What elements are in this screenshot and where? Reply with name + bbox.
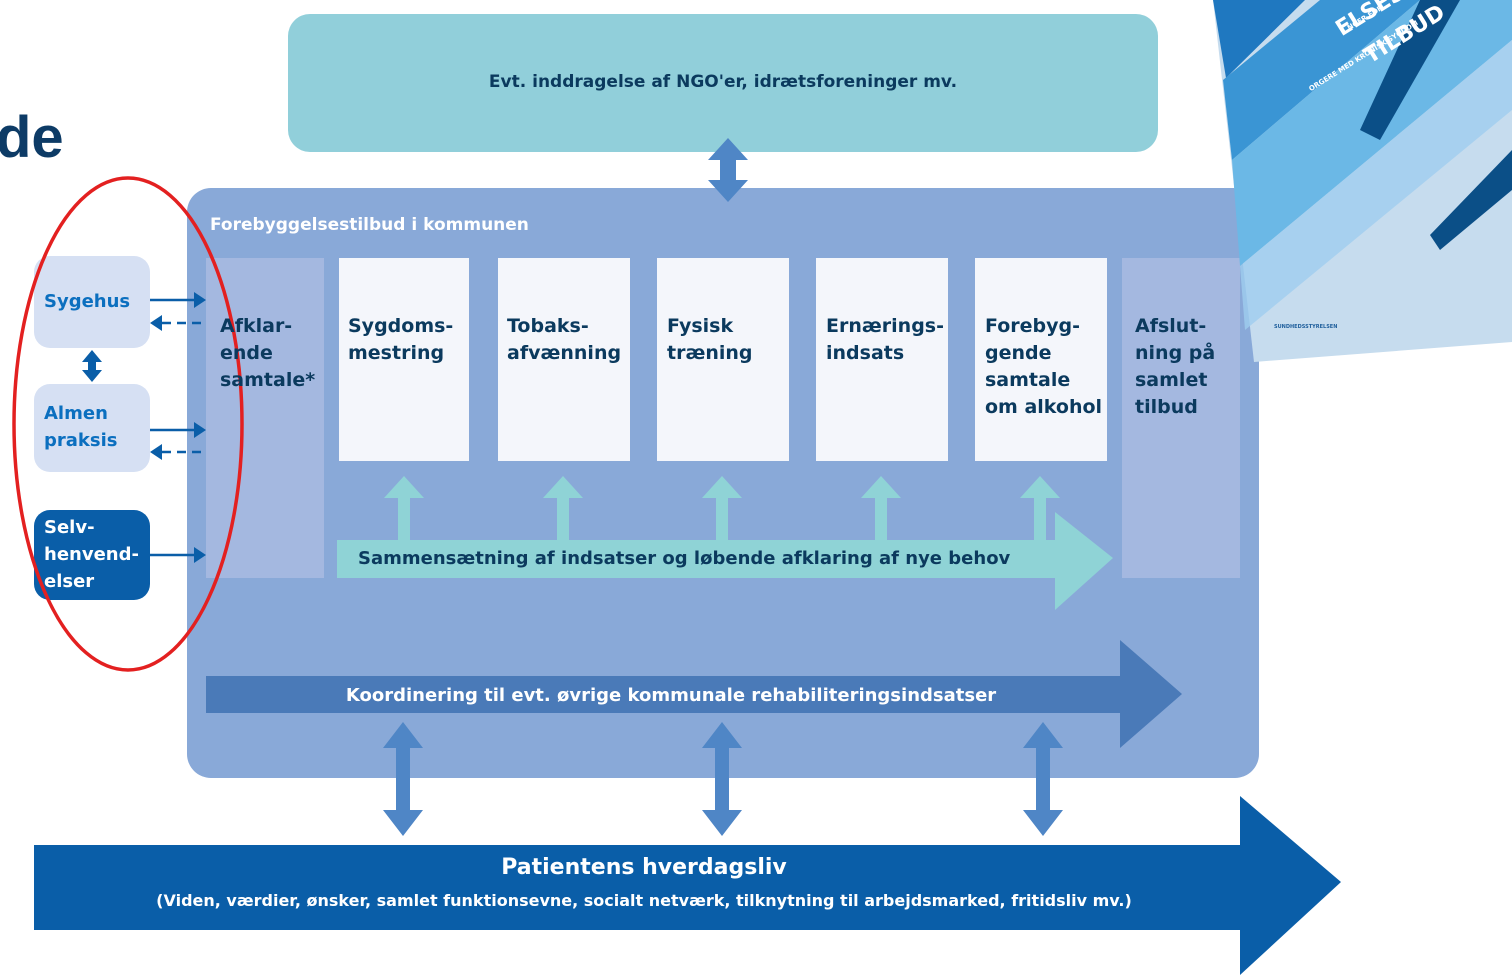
book-cover [1213, 0, 1512, 362]
ngo-kommune-arrow [708, 138, 748, 202]
offer-card-ernaeringsindsats [816, 258, 948, 461]
patient-subtitle: (Viden, værdier, ønsker, samlet funktion… [156, 891, 1132, 910]
offer-card-fysisk-traening [657, 258, 789, 461]
offer-card-sygdomsmestring [339, 258, 469, 461]
sygehus-box [34, 256, 150, 348]
flow-arrow [337, 512, 1113, 610]
coordination-label: Koordinering til evt. øvrige kommunale r… [345, 685, 997, 706]
offer-line: Forebyg- [985, 315, 1080, 337]
offer-line: samtale [985, 369, 1071, 391]
highlight-ellipse [12, 176, 244, 672]
flow-up-arrows [384, 476, 1060, 544]
kommune-title: Forebyggelsestilbud i kommunen [210, 215, 529, 235]
almen-praksis-label: Almen praksis [44, 400, 117, 454]
referral-lines [150, 298, 206, 557]
slide-heading: de [0, 105, 64, 170]
afklarende-line-3: samtale* [220, 369, 316, 391]
offer-label-ernaeringsindsats: Ernærings- indsats [826, 313, 944, 367]
selvhenvendelser-box [34, 510, 150, 600]
offer-card-tobaksafvaenning [498, 258, 630, 461]
selv-line: Selv- [44, 517, 95, 538]
sygehus-label: Sygehus [44, 291, 131, 312]
afklarende-line-2: ende [220, 342, 273, 364]
afslutning-line: ning på [1135, 342, 1216, 364]
referral-double-arrow [82, 350, 102, 382]
offer-label-fysisk-traening: Fysisk træning [667, 313, 753, 367]
offer-line: Fysisk [667, 315, 734, 337]
offer-line: Sygdoms- [348, 315, 454, 337]
offer-line: om alkohol [985, 396, 1103, 418]
offer-line: gende [985, 342, 1052, 364]
offer-label-tobaksafvaenning: Tobaks- afvænning [507, 313, 621, 367]
offer-line: mestring [348, 342, 445, 364]
flow-label: Sammensætning af indsatser og løbende af… [358, 548, 1011, 569]
afklarende-column [206, 258, 324, 578]
offer-card-forebyggende-samtale [975, 258, 1107, 461]
offer-line: træning [667, 342, 753, 364]
kommune-patient-arrows [383, 722, 1063, 836]
afslutning-line: tilbud [1135, 396, 1198, 418]
almen-line: Almen [44, 403, 108, 424]
offer-line: Ernærings- [826, 315, 944, 337]
almen-praksis-box [34, 384, 150, 472]
afklarende-label: Afklar- ende samtale* [220, 313, 315, 394]
ngo-box [288, 14, 1158, 152]
cover-publisher: SUNDHEDSSTYRELSEN [1274, 324, 1338, 330]
offer-line: indsats [826, 342, 905, 364]
patient-title: Patientens hverdagsliv [501, 855, 787, 880]
afslutning-label: Afslut- ning på samlet tilbud [1135, 313, 1215, 421]
selvhenvendelser-label: Selv- henvend- elser [44, 514, 139, 595]
afslutning-column [1122, 258, 1240, 578]
offer-line: Tobaks- [507, 315, 589, 337]
referral-arrowheads [150, 292, 206, 563]
offer-line: afvænning [507, 342, 622, 364]
coordination-arrow [206, 640, 1182, 748]
patient-arrow [34, 796, 1341, 975]
henvend-line: henvend- [44, 544, 139, 565]
ngo-label: Evt. inddragelse af NGO'er, idrætsforeni… [488, 72, 958, 92]
offer-label-sygdomsmestring: Sygdoms- mestring [348, 313, 453, 367]
afklarende-line-1: Afklar- [220, 315, 293, 337]
elser-line: elser [44, 571, 95, 592]
offer-label-forebyggende-samtale: Forebyg- gende samtale om alkohol [985, 313, 1102, 421]
afslutning-line: Afslut- [1135, 315, 1207, 337]
afslutning-line: samlet [1135, 369, 1208, 391]
praksis-line: praksis [44, 430, 118, 451]
